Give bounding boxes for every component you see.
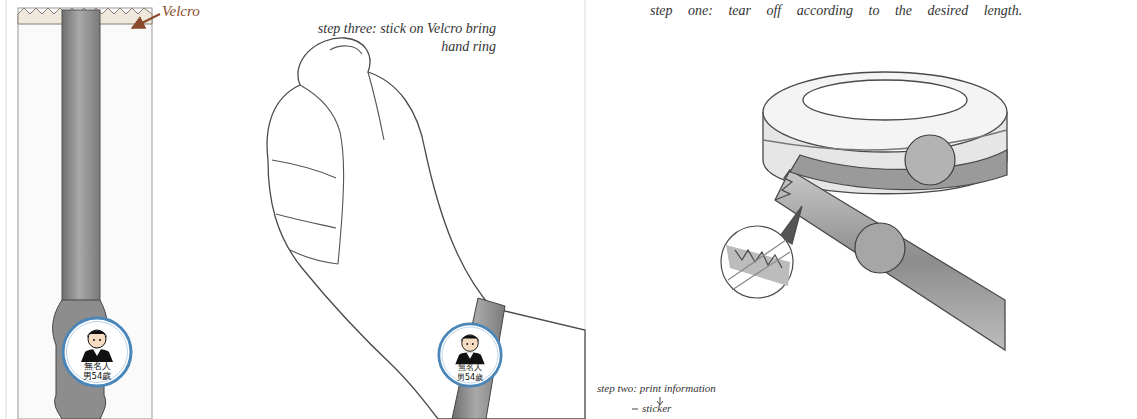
- person-icon: [93, 349, 101, 356]
- person-icon: [455, 352, 484, 364]
- person-icon: [466, 343, 468, 345]
- panel-edge: [6, 0, 7, 419]
- band-strip: [18, 8, 152, 419]
- magnifier-callout: [721, 206, 802, 298]
- sticker-sketch: [855, 135, 955, 273]
- person-icon: [461, 335, 479, 342]
- person-icon: [81, 349, 113, 362]
- band-strip: [18, 8, 152, 419]
- sticker-info: 無名人: [61, 361, 133, 371]
- info-sticker: 無名人男54歲: [61, 316, 133, 388]
- sticker-sketch: [905, 135, 955, 185]
- finger-lines: [272, 160, 336, 178]
- band-roll: [775, 170, 792, 200]
- step-note: step two: print information: [597, 382, 797, 396]
- part-label: Velcro: [162, 2, 252, 21]
- person-icon: [466, 352, 473, 358]
- sticker-text: 無名人男54歲: [61, 361, 133, 381]
- person-icon: [93, 339, 95, 341]
- band-roll: [763, 72, 1007, 350]
- band-roll: [803, 80, 967, 120]
- band-roll: [763, 72, 1007, 152]
- step-note: step one: tear off according to the desi…: [650, 2, 1135, 20]
- sticker-info: 男54歲: [61, 371, 133, 381]
- hand-outline: [267, 38, 585, 419]
- finger-lines: [368, 72, 384, 140]
- finger-lines: [276, 214, 336, 228]
- magnifier-callout: [721, 226, 793, 298]
- hand-outline: [267, 38, 585, 419]
- person-icon: [88, 330, 106, 348]
- finger-lines: [290, 250, 338, 264]
- finger-lines: [300, 85, 340, 132]
- step-note: step three: stick on Velcro bring hand r…: [296, 20, 496, 55]
- person-icon: [462, 335, 479, 352]
- sticker-info: 無名人: [437, 363, 503, 373]
- sticker-text: 無名人男54歲: [437, 363, 503, 382]
- band-roll: [763, 130, 1007, 150]
- leader-arrow: [132, 14, 160, 28]
- person-icon: [472, 343, 474, 345]
- finger-lines: [330, 46, 362, 54]
- step-note: sticker: [642, 402, 722, 416]
- info-sticker: 無名人男54歲: [437, 322, 503, 388]
- sticker-info: 男54歲: [437, 373, 503, 383]
- finger-lines: [338, 132, 344, 264]
- band-roll: [790, 150, 1007, 190]
- magnifier-callout: [726, 245, 790, 286]
- sticker-sketch: [855, 223, 905, 273]
- panel-edge: [6, 0, 585, 419]
- person-icon: [87, 331, 107, 339]
- pointer-arrow: [632, 409, 638, 410]
- leader-arrow: [132, 14, 160, 28]
- magnifier-callout: [728, 240, 790, 290]
- person-icon: [99, 339, 101, 341]
- finger-lines: [272, 46, 384, 264]
- band-roll: [775, 170, 1005, 350]
